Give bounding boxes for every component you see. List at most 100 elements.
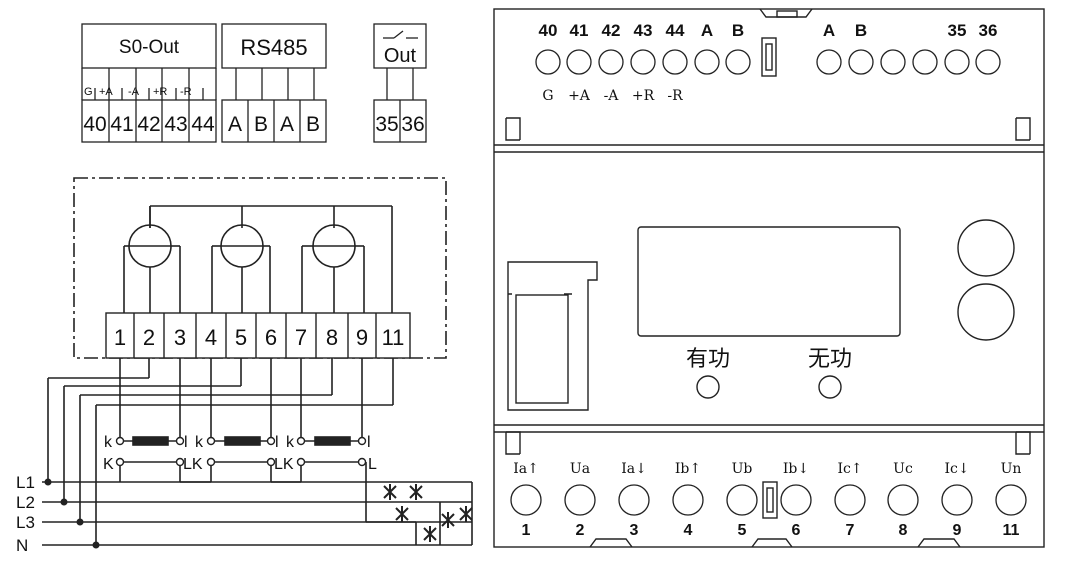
out-num-35: 35 (375, 113, 398, 136)
bottom-label-ic-in: Ic↑ (837, 461, 862, 477)
s0-sub-ma: -A (128, 86, 140, 98)
bottom-label-un: Un (1001, 461, 1022, 477)
indicator-reactive-label: 无功 (808, 347, 852, 372)
bottom-num-6: 6 (792, 522, 801, 539)
ct2-k: k (195, 434, 204, 451)
line-labels: L1 L2 L3 N (16, 473, 35, 555)
out-title: Out (384, 45, 417, 67)
s0-sub-mr: -R (180, 86, 192, 98)
terminal-9: 9 (356, 325, 368, 350)
bottom-num-9: 9 (953, 522, 962, 539)
ct-lower-4: L (368, 456, 377, 473)
bottom-num-5: 5 (738, 522, 747, 539)
rs485-a1: A (228, 113, 242, 136)
top-num-35: 35 (948, 21, 967, 40)
top-sub-g: G (542, 88, 553, 104)
s0-num-43: 43 (164, 113, 187, 136)
bottom-num-1: 1 (522, 522, 531, 539)
line-l1: L1 (16, 473, 35, 492)
ct3-l: l (367, 434, 371, 451)
terminal-numbers: 1 2 3 4 5 6 7 8 9 11 (114, 325, 405, 350)
line-l2: L2 (16, 493, 35, 512)
top-num-b1: B (732, 21, 744, 40)
external-wiring (42, 358, 473, 546)
meter-housing (493, 8, 1045, 548)
ct-labels: k l k l k l K LK LK L (103, 434, 377, 473)
top-num-40: 40 (539, 21, 558, 40)
bottom-label-uc: Uc (893, 461, 913, 477)
bottom-num-3: 3 (630, 522, 639, 539)
bottom-label-ua: Ua (570, 461, 590, 477)
bottom-label-ib-out: Ib↓ (783, 461, 809, 477)
top-num-36: 36 (979, 21, 998, 40)
ct2-l: l (275, 434, 279, 451)
terminal-11: 11 (382, 325, 405, 350)
ct3-k: k (286, 434, 295, 451)
top-num-a1: A (701, 21, 713, 40)
rs485-title: RS485 (240, 35, 307, 60)
s0-out-block (81, 23, 217, 143)
bottom-num-8: 8 (899, 522, 908, 539)
out-num-36: 36 (401, 113, 424, 136)
top-sub-pa: +A (568, 88, 591, 104)
top-num-44: 44 (666, 21, 685, 40)
bottom-num-2: 2 (576, 522, 585, 539)
top-sub-labels: G +A -A +R -R (542, 88, 683, 104)
line-n: N (16, 536, 28, 555)
rs485-a2: A (280, 113, 294, 136)
meter-terminal-strip (105, 312, 411, 359)
terminal-5: 5 (235, 325, 247, 350)
ct-lower-2: LK (183, 456, 203, 473)
rs485-block (221, 23, 327, 143)
bottom-num-4: 4 (684, 522, 693, 539)
terminal-8: 8 (326, 325, 338, 350)
terminal-4: 4 (205, 325, 217, 350)
s0-numbers: 40 41 42 43 44 (83, 113, 215, 136)
fuse-crosses (383, 484, 473, 542)
bottom-terminal-labels: Ia↑ Ua Ia↓ Ib↑ Ub Ib↓ Ic↑ Uc Ic↓ Un (513, 461, 1021, 477)
top-terminal-numbers: 40 41 42 43 44 A B A B 35 36 (539, 21, 998, 40)
top-sub-mr: -R (667, 88, 683, 104)
terminal-1: 1 (114, 325, 126, 350)
bottom-terminal-numbers: 1 2 3 4 5 6 7 8 9 11 (522, 522, 1020, 539)
s0-sublabels: G +A -A +R -R (84, 86, 192, 98)
s0-num-44: 44 (191, 113, 215, 136)
terminal-7: 7 (295, 325, 307, 350)
rs485-b2: B (306, 113, 320, 136)
terminal-6: 6 (265, 325, 277, 350)
terminal-3: 3 (174, 325, 186, 350)
rs485-labels: A B A B (228, 113, 320, 136)
top-num-b2: B (855, 21, 867, 40)
ct-terminal-dots (115, 436, 367, 467)
top-num-41: 41 (570, 21, 589, 40)
bottom-label-ub: Ub (732, 461, 753, 477)
bottom-label-ia-out: Ia↓ (621, 461, 647, 477)
s0-sub-pr: +R (153, 86, 167, 98)
top-num-a2: A (823, 21, 835, 40)
line-l3: L3 (16, 513, 35, 532)
bottom-num-11: 11 (1003, 522, 1020, 539)
out-block (373, 23, 427, 143)
rs485-b1: B (254, 113, 268, 136)
bottom-num-7: 7 (846, 522, 855, 539)
ct1-k: k (104, 434, 113, 451)
top-sub-pr: +R (632, 88, 655, 104)
bottom-terminal-holes (510, 484, 1027, 516)
top-num-43: 43 (634, 21, 653, 40)
s0-num-40: 40 (83, 113, 106, 136)
bottom-label-ib-in: Ib↑ (675, 461, 701, 477)
s0-sub-pa: +A (99, 86, 113, 98)
top-terminal-holes (535, 49, 1001, 75)
s0-out-title: S0-Out (119, 37, 180, 58)
s0-sub-g: G (84, 86, 93, 98)
indicator-active-label: 有功 (686, 347, 730, 372)
ct-lower-3: LK (274, 456, 294, 473)
ct1-l: l (184, 434, 188, 451)
ct-lower-1: K (103, 456, 114, 473)
internal-voltage-circuit (123, 205, 393, 313)
s0-num-42: 42 (137, 113, 160, 136)
terminal-2: 2 (143, 325, 155, 350)
bottom-label-ia-in: Ia↑ (513, 461, 539, 477)
s0-num-41: 41 (110, 113, 133, 136)
